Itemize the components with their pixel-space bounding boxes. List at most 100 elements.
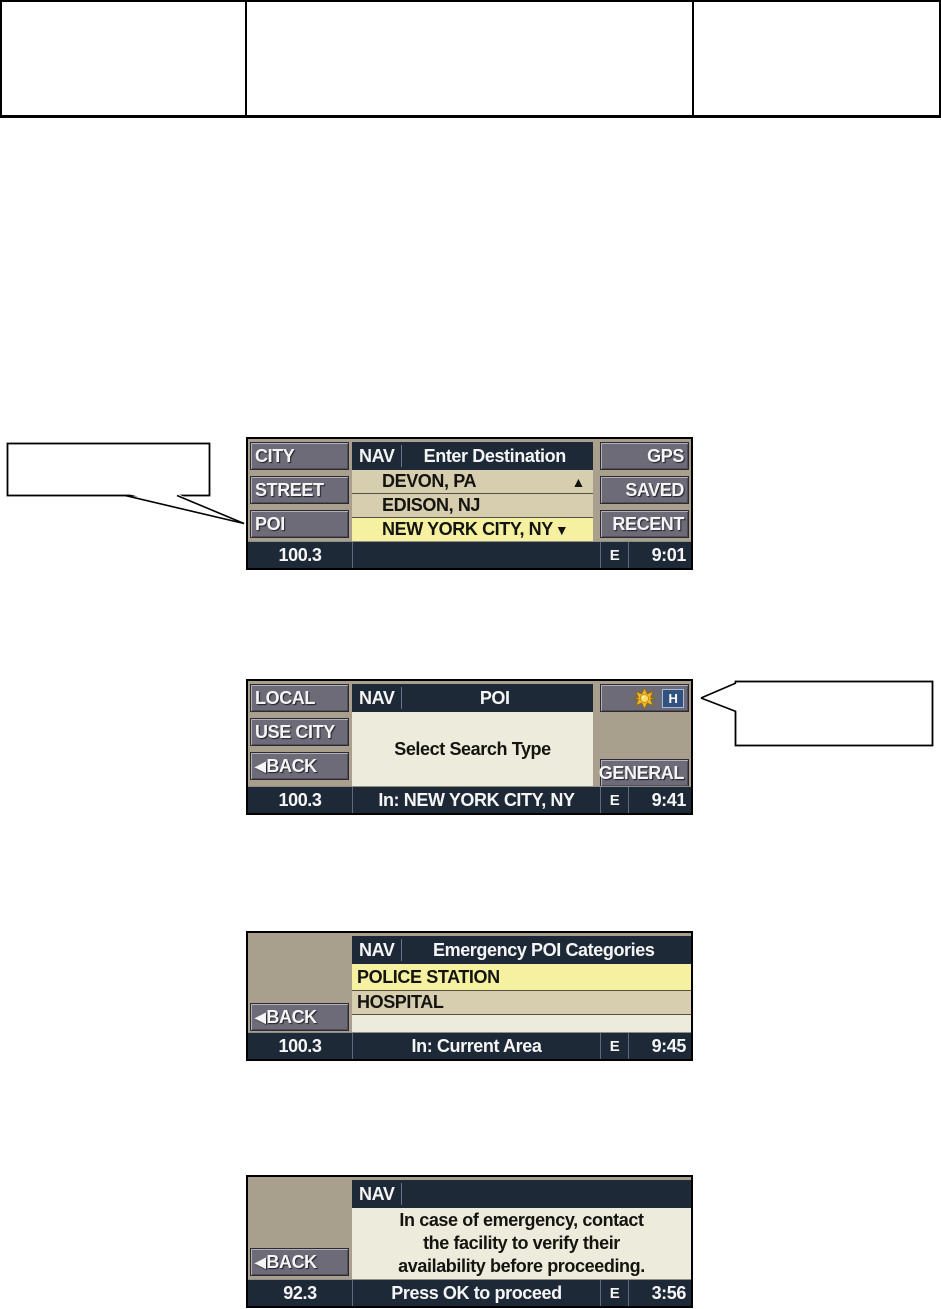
status-bar: 100.3 In: Current Area E 9:45	[248, 1032, 691, 1059]
poi-button-label: POI	[255, 513, 285, 534]
nav-label: NAV	[359, 939, 395, 960]
bar-divider	[600, 542, 601, 568]
list-item-label: POLICE STATION	[357, 966, 500, 987]
screen-title: Emergency POI Categories	[432, 939, 655, 960]
message-line: availability before proceeding.	[398, 1256, 645, 1276]
scroll-up-icon[interactable]: ▲	[571, 473, 586, 490]
hospital-badge: H	[662, 688, 684, 708]
bar-divider	[352, 542, 353, 568]
compass-heading: E	[609, 546, 620, 564]
nav-screen-emergency-notice: ◀ BACK NAV In case of emergency, contact…	[246, 1175, 693, 1308]
bar-divider	[628, 542, 629, 568]
list-item[interactable]: HOSPITAL	[352, 991, 691, 1015]
status-middle: In: Current Area	[411, 1035, 542, 1056]
nav-label: NAV	[359, 445, 395, 466]
header-divider	[401, 445, 403, 467]
local-button-label: LOCAL	[255, 687, 315, 708]
clock: 9:01	[651, 544, 687, 565]
clock: 9:45	[651, 1035, 687, 1056]
list-item[interactable]: EDISON, NJ	[352, 494, 593, 518]
city-button-label: CITY	[255, 445, 295, 466]
callout-box-emergency	[700, 680, 934, 747]
callout-box-poi	[6, 442, 245, 525]
message-text: Select Search Type	[394, 738, 551, 759]
general-button-label: GENERAL	[598, 762, 685, 783]
radio-frequency: 100.3	[278, 1035, 322, 1056]
status-middle: Press OK to proceed	[391, 1282, 562, 1303]
header-divider	[401, 939, 403, 961]
message-panel: Select Search Type	[352, 712, 593, 786]
category-list: POLICE STATION HOSPITAL	[352, 964, 691, 1033]
street-button[interactable]: STREET	[250, 476, 349, 504]
compass-heading: E	[609, 1284, 620, 1302]
bar-divider	[628, 1280, 629, 1306]
city-button[interactable]: CITY	[250, 442, 349, 470]
radio-frequency: 100.3	[278, 789, 322, 810]
bar-divider	[600, 1033, 601, 1059]
back-button[interactable]: ◀ BACK	[250, 1003, 349, 1031]
bar-divider	[600, 1280, 601, 1306]
message-panel: In case of emergency, contact the facili…	[352, 1208, 691, 1279]
back-button[interactable]: ◀ BACK	[250, 1248, 349, 1276]
message-line: the facility to verify their	[423, 1233, 620, 1253]
use-city-button[interactable]: USE CITY	[250, 718, 349, 746]
table-cell	[694, 2, 939, 115]
destination-list: DEVON, PA ▲ EDISON, NJ NEW YORK CITY, NY…	[352, 470, 593, 541]
saved-button[interactable]: SAVED	[600, 476, 689, 504]
bar-divider	[628, 787, 629, 813]
radio-frequency: 100.3	[278, 544, 322, 565]
screen-title: Enter Destination	[423, 445, 567, 466]
bar-divider	[600, 787, 601, 813]
list-item-label: HOSPITAL	[357, 992, 444, 1012]
recent-button-label: RECENT	[612, 513, 684, 534]
screen-header: NAV POI	[352, 684, 593, 712]
compass-heading: E	[609, 1037, 620, 1055]
list-item-label: NEW YORK CITY, NY	[382, 519, 553, 539]
screen-header: NAV Enter Destination	[352, 442, 593, 470]
status-bar: 100.3 E 9:01	[248, 541, 691, 568]
bar-divider	[352, 1033, 353, 1059]
bar-divider	[628, 1033, 629, 1059]
table-cell	[247, 2, 694, 115]
local-button[interactable]: LOCAL	[250, 684, 349, 712]
gps-button-label: GPS	[647, 445, 684, 466]
gps-button[interactable]: GPS	[600, 442, 689, 470]
nav-screen-emergency-categories: ◀ BACK NAV Emergency POI Categories POLI…	[246, 931, 693, 1061]
back-arrow-icon: ◀	[255, 1253, 266, 1270]
back-button[interactable]: ◀ BACK	[250, 752, 349, 780]
recent-button[interactable]: RECENT	[600, 510, 689, 538]
back-arrow-icon: ◀	[255, 1008, 266, 1025]
clock: 3:56	[651, 1282, 687, 1303]
general-button[interactable]: GENERAL	[598, 759, 689, 787]
nav-screen-poi: LOCAL USE CITY ◀ BACK NAV POI Select Sea…	[246, 679, 693, 815]
table-cell	[2, 2, 247, 115]
list-item-label: EDISON, NJ	[382, 495, 481, 515]
scroll-down-icon[interactable]: ▼	[554, 521, 569, 538]
screen-title: POI	[479, 687, 510, 708]
header-divider	[401, 687, 403, 709]
header-divider	[401, 1183, 403, 1205]
emergency-button[interactable]: H	[600, 684, 689, 712]
empty-table	[0, 0, 941, 118]
screen-header: NAV Emergency POI Categories	[352, 936, 691, 964]
nav-label: NAV	[359, 1183, 395, 1204]
radio-frequency: 92.3	[283, 1282, 317, 1303]
back-button-label: BACK	[266, 1006, 317, 1027]
list-item-selected[interactable]: NEW YORK CITY, NY ▼	[352, 518, 593, 541]
list-item[interactable]: DEVON, PA ▲	[352, 470, 593, 494]
bar-divider	[352, 1280, 353, 1306]
nav-screen-enter-destination: CITY STREET POI NAV Enter Destination DE…	[246, 437, 693, 570]
use-city-button-label: USE CITY	[255, 721, 335, 742]
back-button-label: BACK	[266, 1251, 317, 1272]
list-item-selected[interactable]: POLICE STATION	[352, 964, 691, 991]
message-line: In case of emergency, contact	[399, 1210, 644, 1230]
clock: 9:41	[651, 789, 687, 810]
saved-button-label: SAVED	[625, 479, 684, 500]
poi-button[interactable]: POI	[250, 510, 349, 538]
street-button-label: STREET	[255, 479, 324, 500]
bar-divider	[352, 787, 353, 813]
screen-header: NAV	[352, 1180, 691, 1208]
back-arrow-icon: ◀	[255, 757, 266, 774]
nav-label: NAV	[359, 687, 395, 708]
status-bar: 100.3 In: NEW YORK CITY, NY E 9:41	[248, 786, 691, 813]
